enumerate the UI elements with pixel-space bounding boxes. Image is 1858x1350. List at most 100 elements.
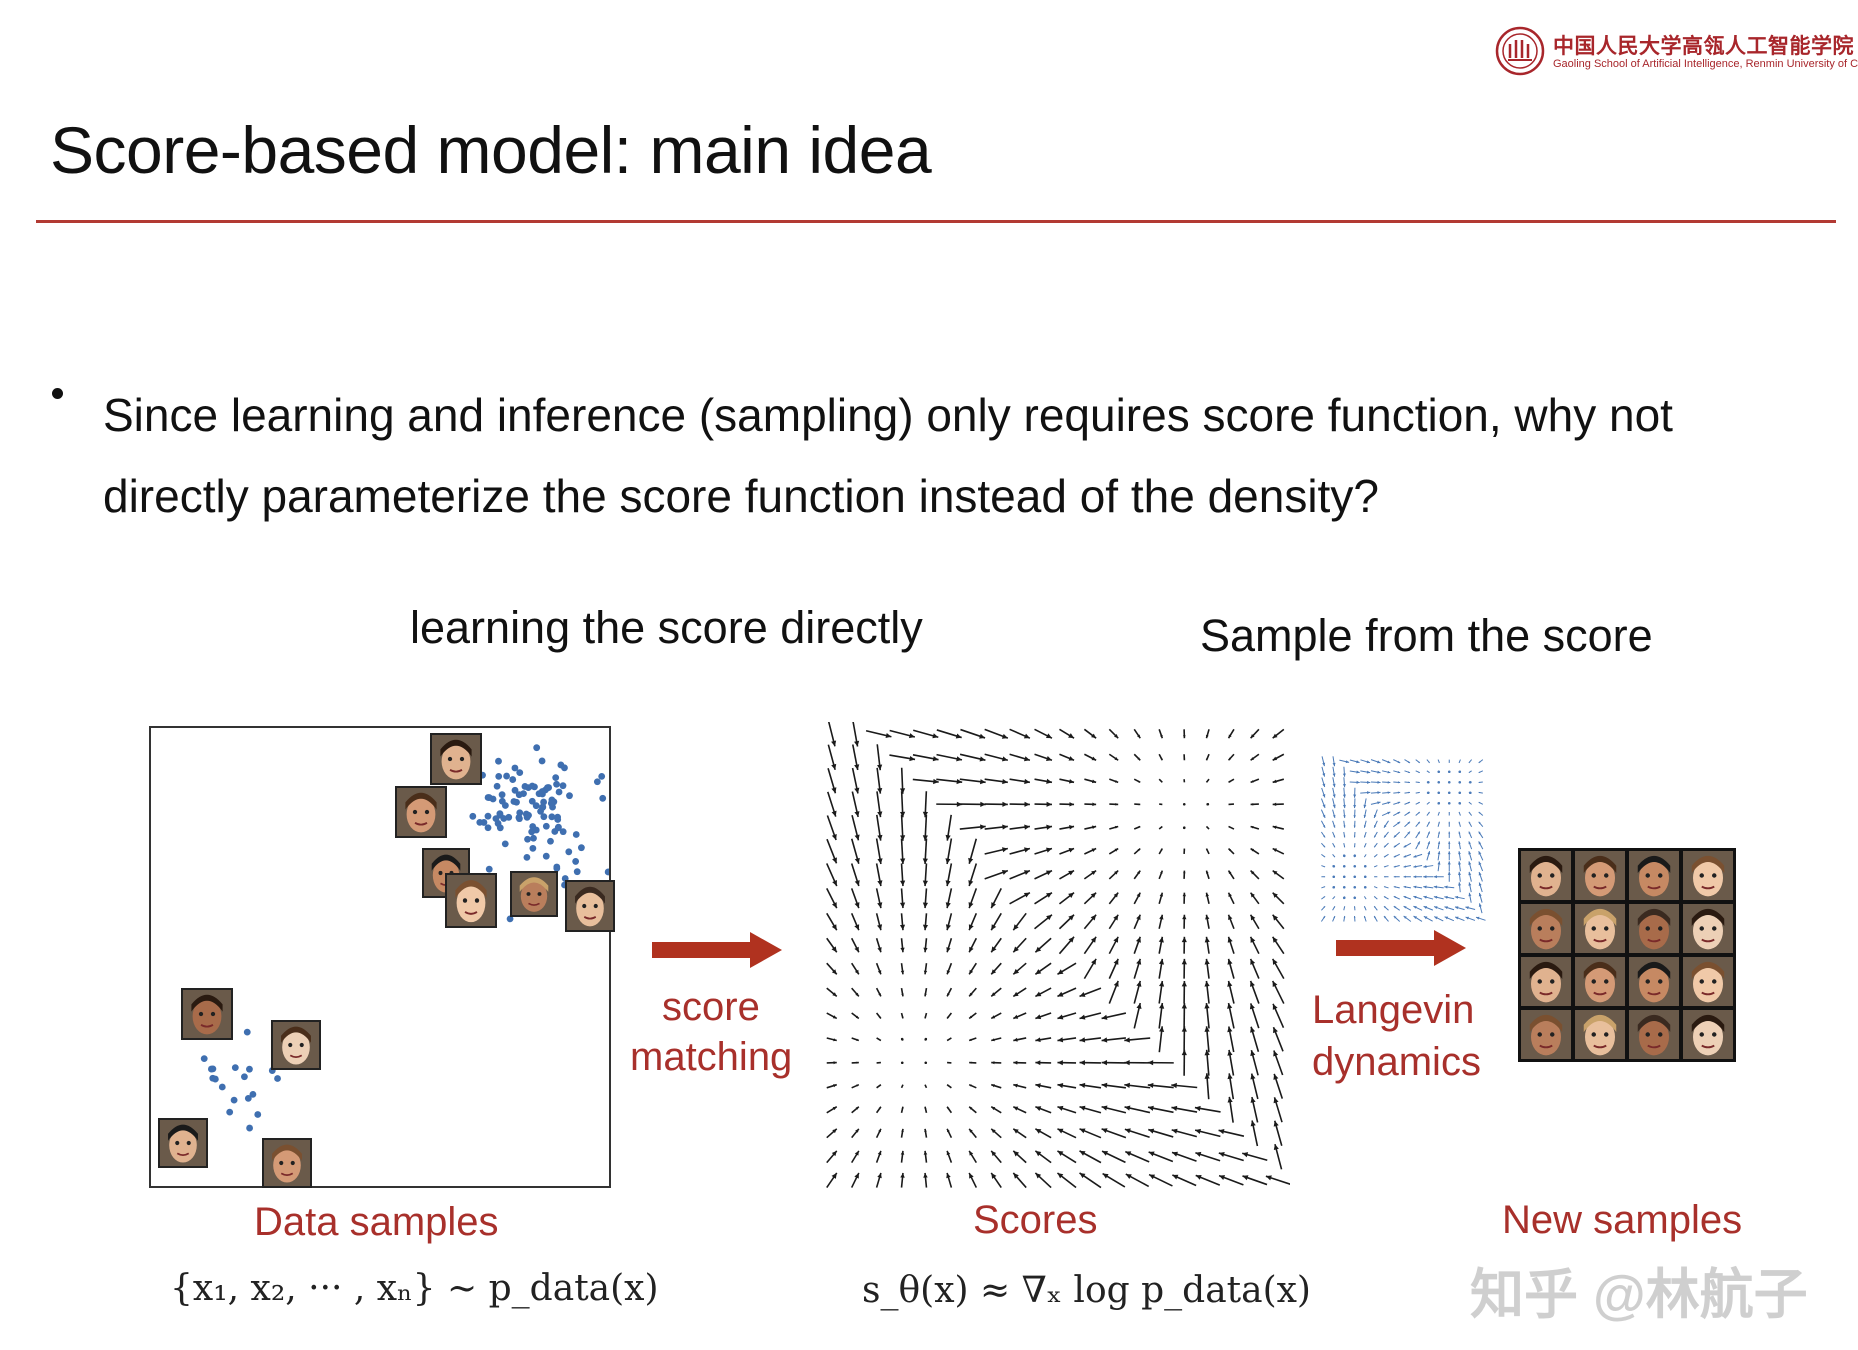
data-point xyxy=(530,834,537,842)
score-arrow xyxy=(990,888,1002,909)
score-arrow xyxy=(1273,1073,1284,1099)
data-point xyxy=(230,1096,238,1104)
score-arrow xyxy=(1133,753,1141,761)
score-arrow xyxy=(826,1083,837,1089)
score-arrow xyxy=(946,987,953,997)
score-arrow xyxy=(968,838,978,864)
score-arrow xyxy=(1250,778,1260,784)
score-arrow xyxy=(1250,753,1260,761)
score-arrow xyxy=(1373,820,1378,828)
score-arrow xyxy=(1437,831,1440,839)
score-arrow xyxy=(1353,831,1356,838)
score-arrow xyxy=(1009,869,1031,880)
score-arrow xyxy=(1272,778,1285,784)
score-arrow xyxy=(1079,1172,1102,1189)
face-thumbnail xyxy=(565,880,615,932)
score-arrow xyxy=(1415,770,1421,774)
score-arrow xyxy=(1250,803,1259,806)
data-point xyxy=(469,812,477,820)
score-arrow xyxy=(1353,864,1357,868)
score-arrow xyxy=(1454,916,1465,922)
score-arrow xyxy=(1343,906,1346,911)
score-arrow xyxy=(1373,842,1378,848)
score-arrow xyxy=(1158,1026,1165,1053)
score-arrow xyxy=(1363,864,1367,868)
score-arrow xyxy=(1373,809,1378,819)
score-arrow xyxy=(850,838,860,864)
score-arrow xyxy=(1478,850,1484,861)
score-arrow xyxy=(1404,781,1411,784)
score-arrow xyxy=(1218,1174,1244,1186)
score-arrow xyxy=(1437,801,1441,805)
score-arrow xyxy=(1423,905,1434,911)
score-arrow xyxy=(1227,892,1235,905)
arrow2-label-line1: Langevin xyxy=(1312,988,1475,1032)
score-arrow xyxy=(990,987,1002,998)
data-point xyxy=(572,858,580,865)
score-arrow xyxy=(850,1172,860,1188)
score-arrow xyxy=(1343,843,1346,848)
face-thumbnail xyxy=(158,1118,208,1168)
score-arrow xyxy=(1363,831,1367,838)
math-score-approx: s_θ(x) ≈ ∇ₓ log p_data(x) xyxy=(862,1270,1311,1311)
score-arrow xyxy=(1079,987,1102,998)
score-arrow xyxy=(1393,770,1401,774)
data-point xyxy=(520,790,527,797)
generated-face xyxy=(1574,956,1626,1007)
score-arrow xyxy=(1124,1105,1151,1114)
score-arrow xyxy=(984,753,1009,762)
score-arrow xyxy=(1321,787,1326,798)
score-arrow xyxy=(1447,861,1451,872)
score-arrow xyxy=(826,1061,837,1065)
score-arrow xyxy=(851,791,860,818)
score-arrow xyxy=(1363,842,1367,848)
score-arrow xyxy=(1426,831,1431,839)
score-arrow xyxy=(1448,831,1451,838)
score-arrow xyxy=(1034,753,1053,762)
score-arrow xyxy=(1134,803,1141,806)
score-arrow xyxy=(1373,886,1378,889)
data-point xyxy=(542,822,550,830)
score-arrow xyxy=(1475,916,1486,921)
score-arrow xyxy=(1102,1172,1126,1188)
score-arrow xyxy=(1332,905,1336,911)
score-arrow xyxy=(1194,1128,1221,1138)
data-point xyxy=(505,813,513,821)
score-arrow xyxy=(1272,753,1285,761)
score-arrow xyxy=(1349,770,1360,774)
score-arrow xyxy=(1343,820,1346,828)
score-arrow xyxy=(1444,885,1455,889)
score-arrow xyxy=(1321,842,1326,848)
score-arrow xyxy=(1159,803,1163,806)
score-arrow xyxy=(968,987,977,997)
score-arrow xyxy=(1009,778,1031,785)
score-arrow xyxy=(1478,892,1483,903)
score-arrow xyxy=(1468,841,1473,850)
score-arrow xyxy=(1370,770,1381,774)
score-arrow xyxy=(1353,787,1357,798)
score-arrow xyxy=(1415,821,1421,828)
score-arrow xyxy=(1108,958,1119,979)
score-arrow xyxy=(851,1106,860,1114)
score-arrow xyxy=(968,1083,977,1089)
score-arrow xyxy=(1034,778,1053,784)
score-arrow xyxy=(945,863,953,887)
data-point xyxy=(516,815,523,823)
score-arrow xyxy=(826,1012,838,1020)
data-point xyxy=(498,791,506,799)
score-arrow xyxy=(1447,780,1451,784)
score-arrow xyxy=(1034,801,1052,807)
score-arrow xyxy=(968,1128,977,1139)
score-arrow xyxy=(1437,821,1440,827)
score-arrow xyxy=(1034,1128,1052,1139)
score-arrow xyxy=(1458,770,1462,774)
score-arrow xyxy=(1124,1060,1151,1066)
bullet-text: Since learning and inference (sampling) … xyxy=(103,389,1673,522)
score-arrow xyxy=(875,888,883,909)
score-arrow xyxy=(990,1012,1002,1020)
score-arrow xyxy=(1321,865,1326,868)
score-arrow xyxy=(1393,895,1400,900)
score-arrow xyxy=(851,1037,860,1042)
arrow1-label-line1: score xyxy=(662,985,760,1029)
data-point xyxy=(555,823,562,831)
